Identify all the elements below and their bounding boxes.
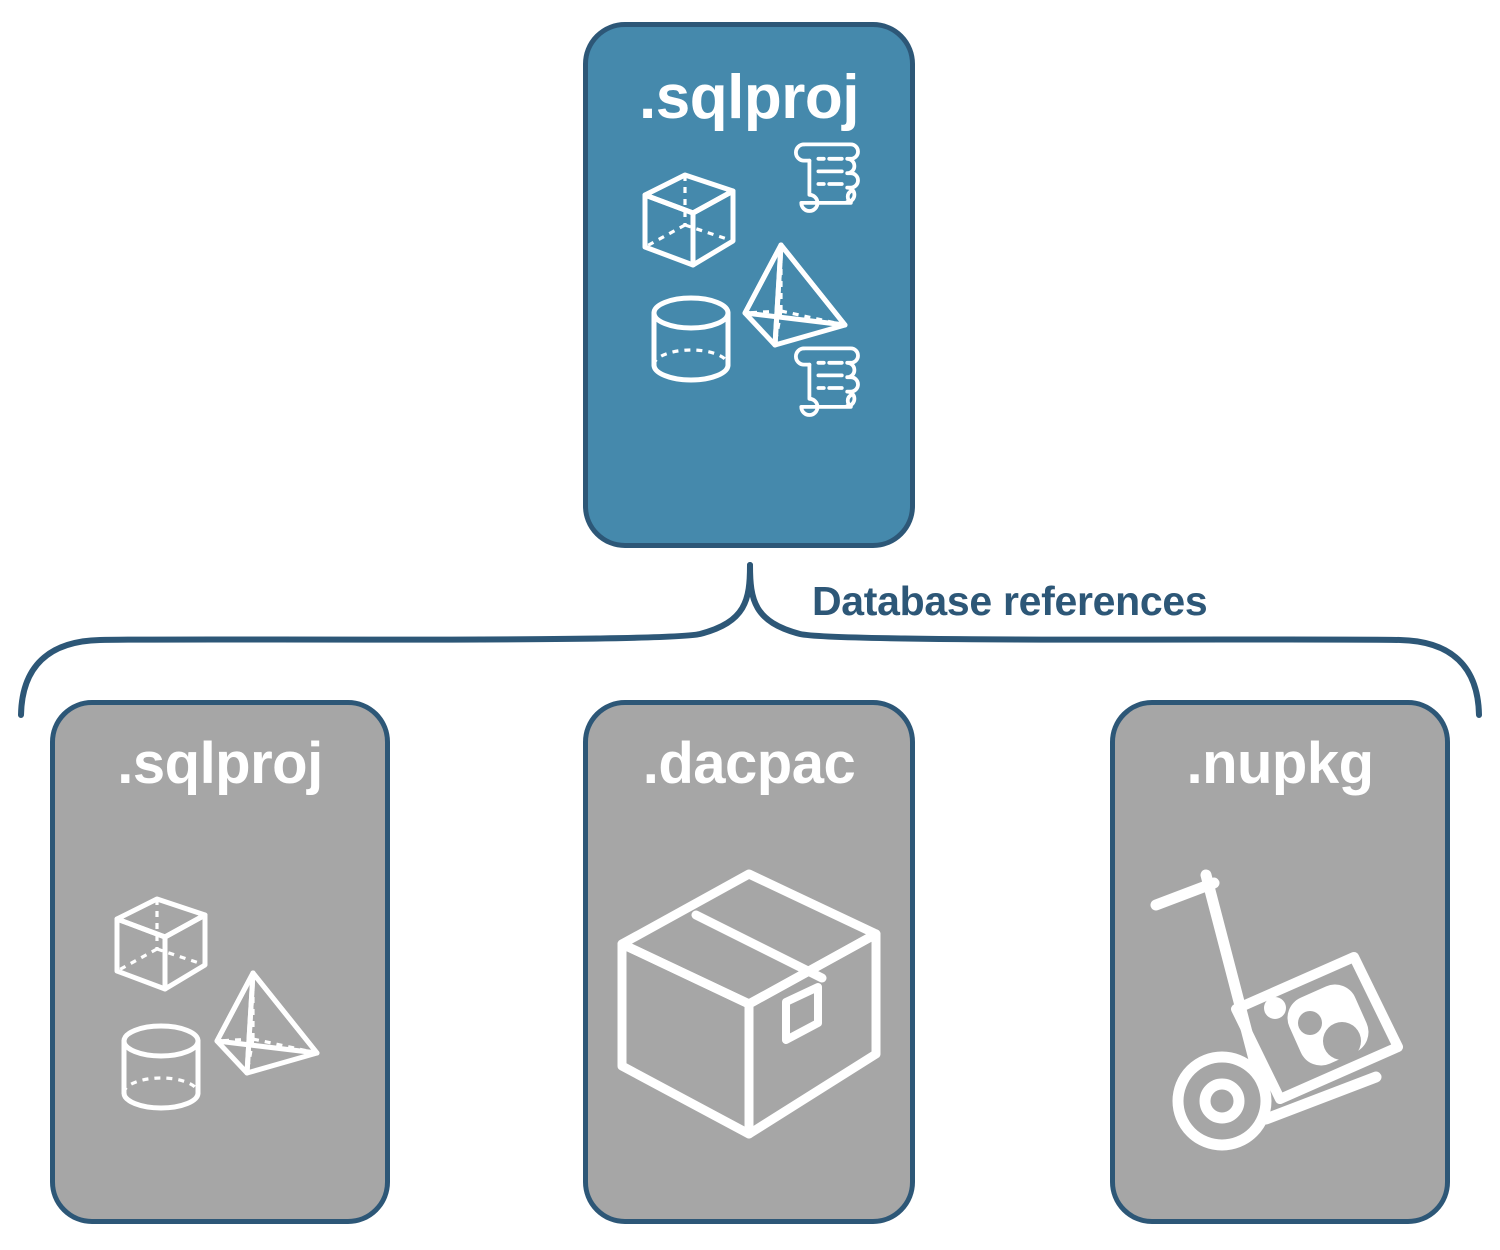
sqlproj-shapes-group <box>114 896 320 1111</box>
reference-card-title-sqlproj: .sqlproj <box>117 731 323 796</box>
pyramid-icon <box>742 242 848 348</box>
source-card-title: .sqlproj <box>639 63 859 132</box>
cylinder-icon <box>121 1023 201 1111</box>
cube-icon <box>114 896 208 992</box>
reference-card-artwork-sqlproj <box>55 793 385 1219</box>
package-box-icon <box>617 869 881 1139</box>
reference-card-sqlproj[interactable]: .sqlproj <box>50 700 390 1224</box>
reference-card-title-nupkg: .nupkg <box>1186 731 1374 796</box>
source-card-artwork <box>588 129 910 543</box>
reference-card-dacpac[interactable]: .dacpac <box>583 700 915 1224</box>
reference-card-artwork-dacpac <box>588 793 910 1219</box>
hand-truck-nuget-icon <box>1150 869 1403 1151</box>
scroll-icon <box>794 142 860 213</box>
brace-label: Database references <box>812 578 1208 624</box>
sqlproj-shapes-group <box>642 142 860 417</box>
scroll-icon <box>794 346 860 417</box>
source-card-sqlproj[interactable]: .sqlproj <box>583 22 915 548</box>
cube-icon <box>642 172 736 268</box>
reference-card-artwork-nupkg <box>1115 793 1445 1219</box>
cylinder-icon <box>651 295 731 383</box>
reference-card-title-dacpac: .dacpac <box>642 731 856 796</box>
pyramid-icon <box>214 970 320 1076</box>
reference-card-nupkg[interactable]: .nupkg <box>1110 700 1450 1224</box>
